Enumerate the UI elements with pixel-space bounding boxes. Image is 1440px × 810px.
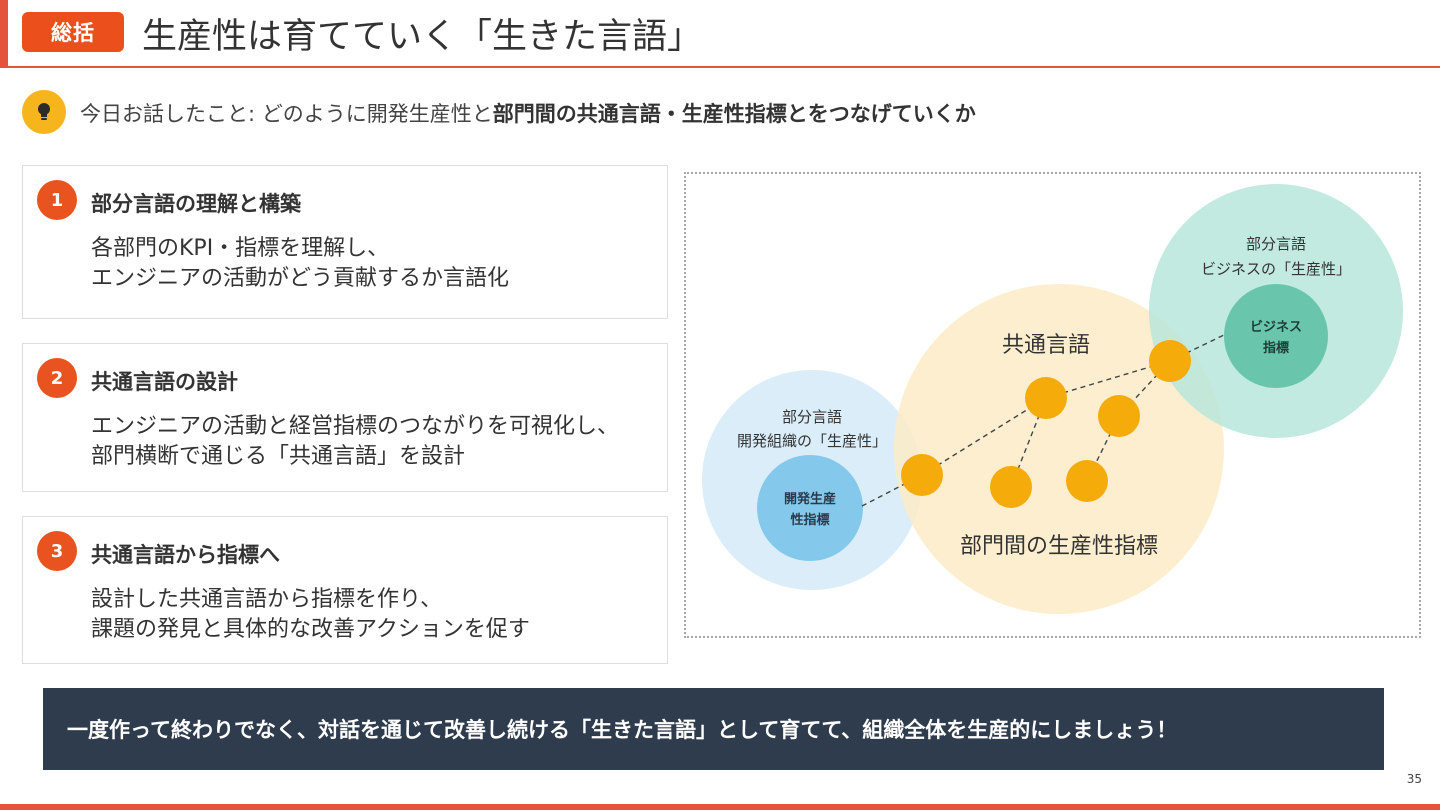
metric-node — [1098, 395, 1140, 437]
language-diagram: 部分言語 開発組織の「生産性」 開発生産 性指標 共通言語 部門間の生産性指標 … — [684, 172, 1421, 638]
business-circle-label: ビジネスの「生産性」 — [1201, 260, 1351, 278]
business-metric-label: 指標 — [1263, 340, 1289, 356]
step-body-line: エンジニアの活動と経営指標のつながりを可視化し、 — [91, 414, 620, 439]
header-accent-bar — [0, 0, 8, 66]
step-body: 各部門のKPI・指標を理解し、 エンジニアの活動がどう貢献するか言語化 — [91, 234, 509, 294]
dev-metric-circle — [757, 455, 863, 561]
step-card-2: 2 共通言語の設計 エンジニアの活動と経営指標のつながりを可視化し、 部門横断で… — [22, 343, 668, 492]
diagram-svg: 部分言語 開発組織の「生産性」 開発生産 性指標 共通言語 部門間の生産性指標 … — [702, 184, 1403, 614]
step-body: エンジニアの活動と経営指標のつながりを可視化し、 部門横断で通じる「共通言語」を… — [91, 412, 619, 472]
summary-emphasis: 部門間の共通言語・生産性指標とをつなげていくか — [492, 102, 976, 126]
metric-node — [1025, 377, 1067, 419]
dev-circle-label: 部分言語 — [782, 408, 842, 426]
step-body-line: エンジニアの活動がどう貢献するか言語化 — [91, 266, 510, 291]
common-metric-label: 部門間の生産性指標 — [960, 534, 1158, 559]
lightbulb-icon — [22, 90, 66, 134]
page-number: 35 — [1406, 772, 1422, 786]
step-title: 共通言語の設計 — [91, 370, 238, 394]
step-title: 部分言語の理解と構築 — [91, 192, 301, 216]
summary-prefix: 今日お話したこと: どのように開発生産性と — [80, 102, 493, 126]
metric-nodes — [901, 340, 1191, 508]
summary-text: 今日お話したこと: どのように開発生産性と部門間の共通言語・生産性指標とをつなげ… — [80, 98, 976, 128]
step-body-line: 課題の発見と具体的な改善アクションを促す — [91, 617, 530, 642]
common-language-label: 共通言語 — [1002, 333, 1090, 358]
metric-node — [1149, 340, 1191, 382]
footer-bar — [0, 804, 1440, 810]
step-title: 共通言語から指標へ — [91, 543, 280, 567]
page-title: 生産性は育てていく「生きた言語」 — [142, 17, 703, 57]
common-language-circle — [894, 284, 1224, 614]
step-body-line: 各部門のKPI・指標を理解し、 — [91, 236, 390, 261]
dev-metric-label: 開発生産 — [784, 491, 836, 507]
step-body-line: 部門横断で通じる「共通言語」を設計 — [91, 444, 466, 469]
step-number-badge: 3 — [37, 531, 77, 571]
dev-circle-label: 開発組織の「生産性」 — [737, 432, 887, 450]
header-divider — [0, 66, 1440, 68]
metric-node — [901, 454, 943, 496]
step-number-badge: 1 — [37, 180, 77, 220]
step-number-badge: 2 — [37, 358, 77, 398]
step-card-1: 1 部分言語の理解と構築 各部門のKPI・指標を理解し、 エンジニアの活動がどう… — [22, 165, 668, 319]
metric-node — [1066, 460, 1108, 502]
section-badge: 総括 — [22, 12, 124, 52]
step-body-line: 設計した共通言語から指標を作り、 — [91, 587, 443, 612]
step-body: 設計した共通言語から指標を作り、 課題の発見と具体的な改善アクションを促す — [91, 585, 530, 645]
metric-node — [990, 466, 1032, 508]
business-metric-label: ビジネス — [1250, 319, 1302, 335]
dev-metric-label: 性指標 — [790, 512, 829, 528]
conclusion-banner: 一度作って終わりでなく、対話を通じて改善し続ける「生きた言語」として育てて、組織… — [43, 688, 1384, 770]
step-card-3: 3 共通言語から指標へ 設計した共通言語から指標を作り、 課題の発見と具体的な改… — [22, 516, 668, 664]
business-circle-label: 部分言語 — [1246, 235, 1306, 253]
business-metric-circle — [1224, 284, 1328, 388]
